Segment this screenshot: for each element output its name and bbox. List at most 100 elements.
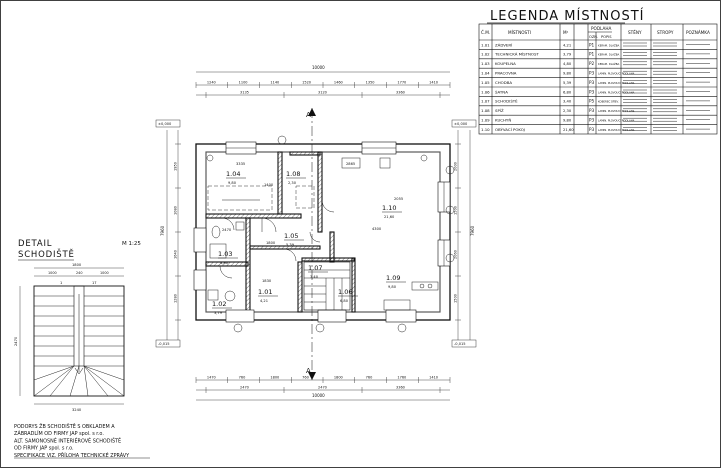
detail-dim-part: 1000 <box>48 271 57 275</box>
detail-dim-top: 1800 <box>72 263 82 267</box>
room-number: 1.05 <box>284 232 298 240</box>
level-label: -0,015 <box>158 342 170 346</box>
legend-floor-desc: LAMIN. PLOVOUCÍ PODLAHA <box>598 108 635 113</box>
dimension-value: 1350 <box>366 81 375 85</box>
legend-room-name: KUCHYŇ <box>495 118 511 123</box>
dimension-value: 760 <box>239 376 246 380</box>
legend-room-number: 1.09 <box>481 118 490 123</box>
room-area: 6,80 <box>340 299 349 303</box>
legend-room-number: 1.08 <box>481 108 490 113</box>
dimension-value: 1800 <box>270 376 279 380</box>
room-legend: LEGENDA MÍSTNOSTÍ Č.M. MÍSTNOSTI M² PODL… <box>478 8 718 135</box>
legend-room-number: 1.04 <box>481 71 490 76</box>
legend-header-number: Č.M. <box>481 30 490 35</box>
room-area: 5,39 <box>286 243 295 247</box>
section-mark-bottom: A <box>306 367 311 375</box>
dim-left-total: 7960 <box>160 225 165 236</box>
detail-note-line: PODORYS ŽB SCHODIŠTĚ S OBKLADEM A <box>14 422 115 430</box>
dim-bottom-total: 10000 <box>312 393 325 398</box>
detail-note-line: OD FIRMY JAP spol. s r.o. <box>14 446 74 452</box>
doors <box>219 199 335 279</box>
stair-detail: DETAIL SCHODIŠTĚ M 1:25 1800 1000 240 10… <box>14 239 150 459</box>
detail-dim-part: 240 <box>76 271 82 275</box>
windows <box>193 141 451 323</box>
interior-dim: 1800 <box>266 241 276 245</box>
room-area: 3,79 <box>214 311 223 315</box>
interior-dim: 1830 <box>262 279 272 283</box>
dimension-value: 1500 <box>454 206 458 215</box>
room-area: 21,60 <box>384 215 395 219</box>
detail-title: DETAIL <box>18 239 52 249</box>
legend-floor-desc: KOBEREC DŘEV. <box>598 99 619 104</box>
dimension-value: 1280 <box>174 294 178 303</box>
dimension-value: 2000 <box>454 162 458 171</box>
legend-header-note: POZNÁMKA <box>686 30 710 35</box>
dimension-value: 760 <box>366 376 373 380</box>
legend-floor-code: P3 <box>589 80 595 85</box>
level-label: ±0,000 <box>158 122 172 126</box>
interior-dim: 2865 <box>346 162 355 166</box>
legend-header-area: M² <box>563 30 569 35</box>
plan-staircase <box>303 261 351 311</box>
dim-right-total: 7960 <box>470 225 475 236</box>
dimension-value: 1520 <box>302 81 311 85</box>
interior-dim: 4300 <box>372 227 382 231</box>
dimension-value: 760 <box>302 376 309 380</box>
legend-floor-desc: LAMIN. PLOVOUCÍ PODLAHA <box>598 118 635 123</box>
dimension-value: 1470 <box>207 376 216 380</box>
detail-dim-left: 2470 <box>14 336 18 346</box>
room-number: 1.06 <box>338 288 352 296</box>
dimension-value: 1760 <box>397 376 406 380</box>
legend-room-name: SPÍŽ <box>495 108 504 113</box>
section-line: A A <box>306 108 316 380</box>
detail-note: PODORYS ŽB SCHODIŠTĚ S OBKLADEM AZÁBRADL… <box>14 422 150 459</box>
legend-room-number: 1.05 <box>481 80 490 85</box>
interior-dim: 1400 <box>264 183 274 187</box>
legend-floor-desc: LAMIN. PLOVOUCÍ PODLAHA <box>598 127 635 132</box>
level-label: ±0,000 <box>454 122 468 126</box>
dimension-value: 1410 <box>429 376 438 380</box>
legend-room-name: SCHODIŠTĚ <box>495 99 518 104</box>
room-number: 1.07 <box>308 264 322 272</box>
legend-floor-code: P1 <box>589 52 595 57</box>
legend-floor-desc: LAMIN. PLOVOUCÍ PODLAHA <box>598 89 635 94</box>
legend-header-floor-code: OZN. <box>589 35 598 39</box>
detail-subtitle: SCHODIŠTĚ <box>18 248 75 260</box>
legend-room-area: 9,80 <box>563 119 572 123</box>
legend-floor-code: P3 <box>589 71 595 76</box>
legend-room-number: 1.03 <box>481 61 490 66</box>
legend-floor-code: P3 <box>589 108 595 113</box>
dimension-value: 1140 <box>270 81 279 85</box>
dimension-value: 1080 <box>174 206 178 215</box>
dimension-value: 1460 <box>334 81 343 85</box>
legend-header-floor-desc: POPIS <box>601 35 612 39</box>
detail-step-first: 1 <box>60 281 62 285</box>
legend-room-area: 3,79 <box>563 53 572 57</box>
dimension-value: 1410 <box>429 81 438 85</box>
detail-note-line: ALT. SAMONOSNÉ INTERIÉROVÉ SCHODIŠTĚ <box>14 436 121 444</box>
room-number: 1.10 <box>382 204 396 212</box>
dimension-value: 1770 <box>397 81 406 85</box>
dimension-value: 3360 <box>396 386 405 390</box>
legend-room-name: ŠATNA <box>495 89 508 94</box>
legend-floor-code: P3 <box>589 89 595 94</box>
detail-note-line: SPECIFIKACE VIZ. PŘÍLOHA TECHNICKÉ ZPRÁV… <box>14 451 129 459</box>
room-area: 9,80 <box>388 285 397 289</box>
outer-wall-inner-face <box>205 151 441 313</box>
legend-room-area: 6,80 <box>563 90 572 94</box>
legend-floor-code: P2 <box>589 61 595 66</box>
legend-floor-code: P3 <box>589 118 595 123</box>
legend-room-number: 1.06 <box>481 89 490 94</box>
legend-room-area: 3,40 <box>563 100 572 104</box>
detail-dim-bottom: 3240 <box>72 408 82 412</box>
dimension-value: 1950 <box>174 162 178 171</box>
dimension-value: 3120 <box>318 91 327 95</box>
legend-room-area: 4,21 <box>563 43 571 47</box>
